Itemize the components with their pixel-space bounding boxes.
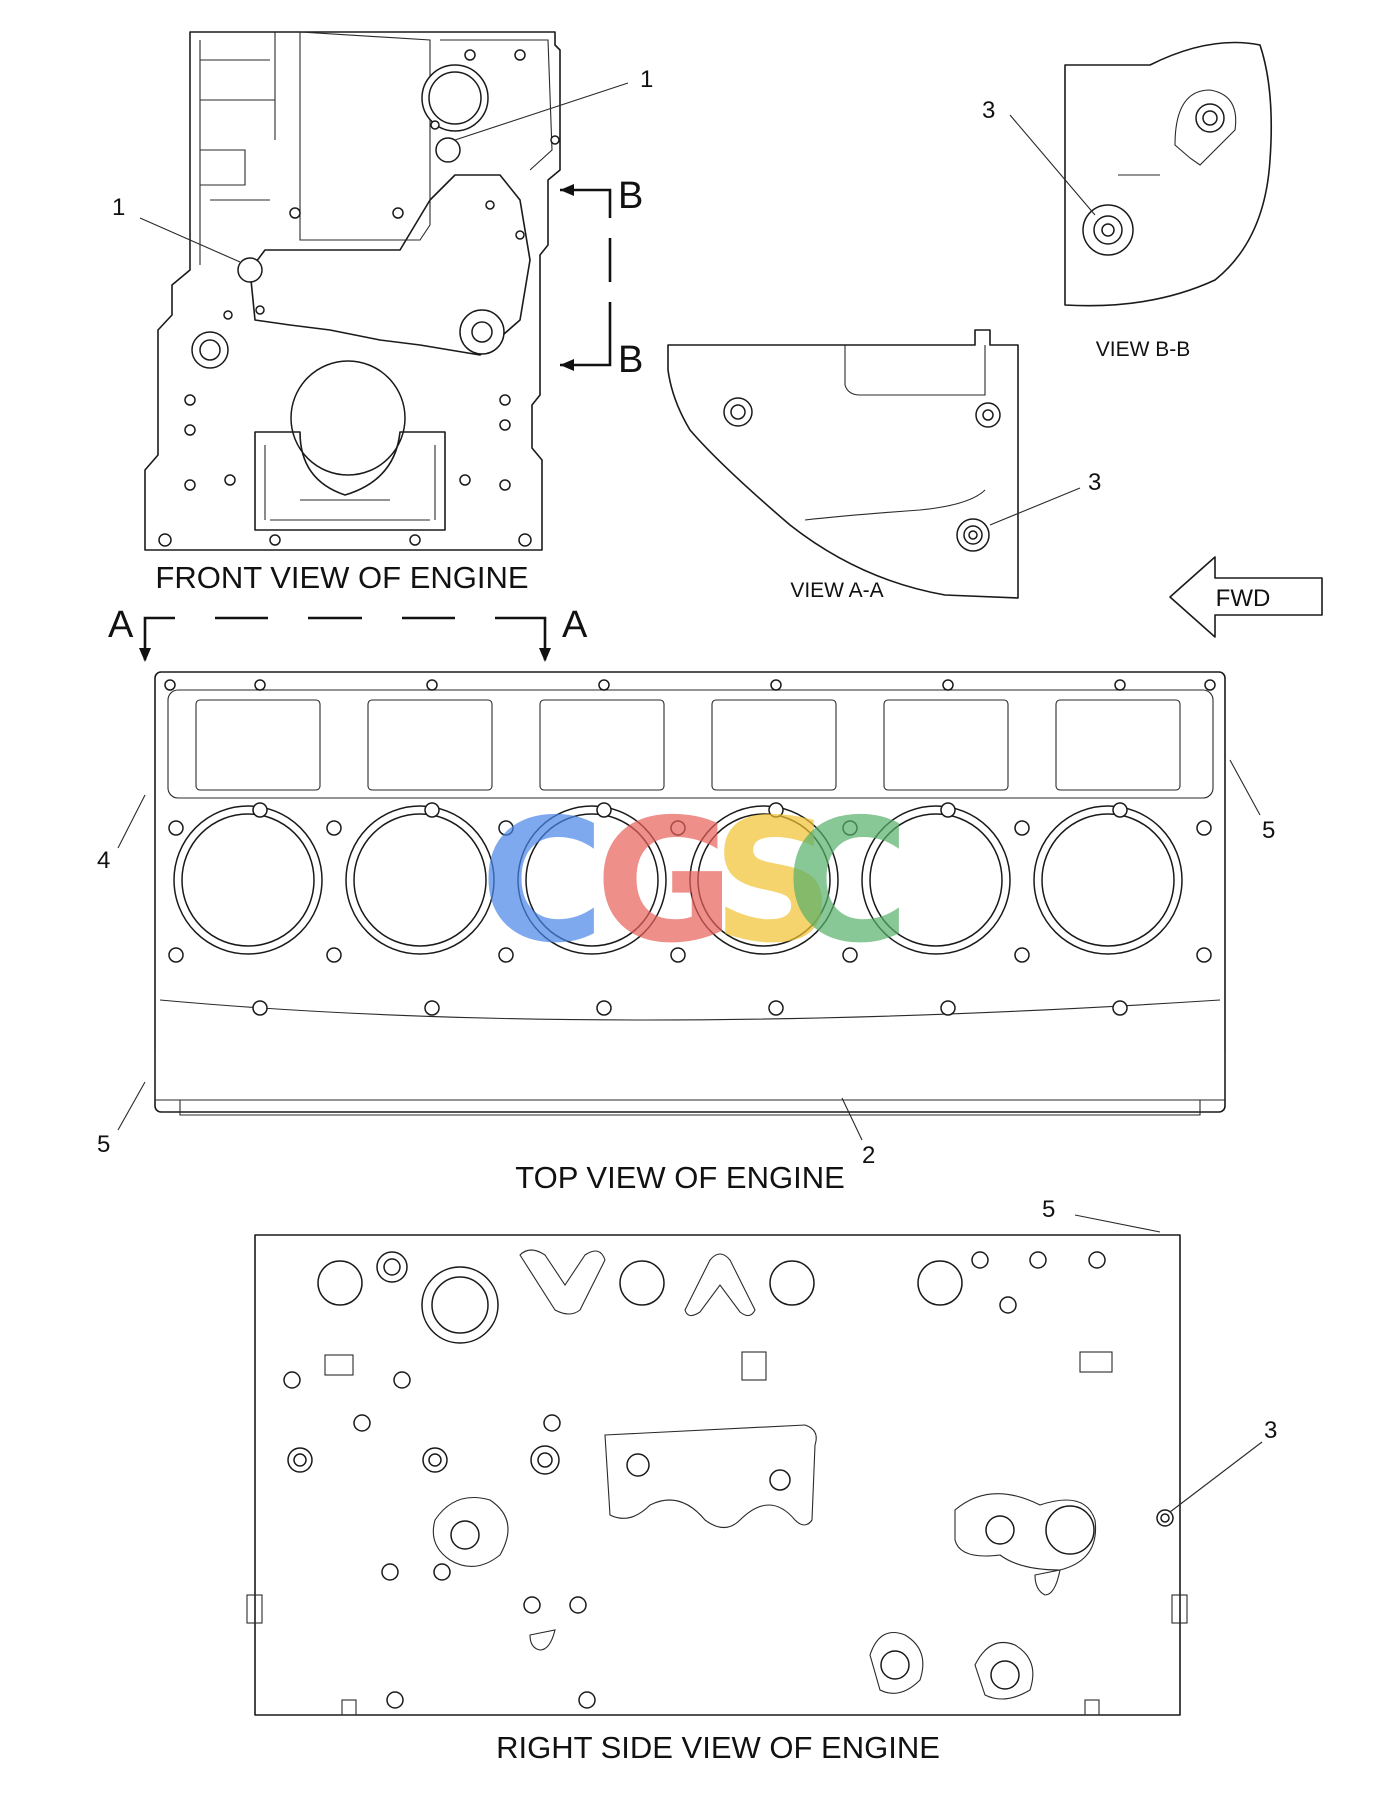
section-b-label-bottom: B bbox=[618, 339, 643, 381]
section-a-marker: A A bbox=[108, 604, 588, 662]
section-b-marker: B B bbox=[560, 175, 643, 381]
right-side-view: 5 3 RIGHT SIDE VIEW OF ENGINE bbox=[246, 1196, 1277, 1765]
watermark-letter: C bbox=[480, 783, 605, 981]
callout-5-top-left: 5 bbox=[97, 1081, 146, 1158]
callout-1-upper: 1 bbox=[454, 66, 653, 141]
watermark-letter: G bbox=[595, 783, 735, 981]
head-bolt-holes bbox=[164, 679, 1216, 1016]
front-bolt-holes bbox=[158, 49, 560, 547]
callout-label: 3 bbox=[1088, 469, 1101, 496]
cgsc-watermark: C G S C bbox=[480, 783, 910, 981]
callout-label: 2 bbox=[862, 1142, 875, 1169]
callout-1-lower: 1 bbox=[112, 194, 241, 263]
right-side-bolt-holes bbox=[283, 1251, 1174, 1709]
section-a-label-right: A bbox=[562, 604, 588, 646]
callout-label: 5 bbox=[1262, 817, 1275, 844]
callout-label: 4 bbox=[97, 847, 110, 874]
callout-label: 1 bbox=[640, 66, 653, 93]
crankshaft-bore bbox=[290, 360, 406, 476]
callout-label: 3 bbox=[1264, 1417, 1277, 1444]
section-a-label-left: A bbox=[108, 604, 134, 646]
callout-label: 5 bbox=[97, 1131, 110, 1158]
cylinder-bores bbox=[173, 805, 1183, 955]
callout-4: 4 bbox=[97, 794, 146, 874]
callout-label: 5 bbox=[1042, 1196, 1055, 1223]
callout-label: 1 bbox=[112, 194, 125, 221]
top-view-title: TOP VIEW OF ENGINE bbox=[515, 1160, 845, 1195]
forward-label: FWD bbox=[1216, 585, 1271, 612]
callout-3-view-bb: 3 bbox=[982, 97, 1096, 216]
view-aa-title: VIEW A-A bbox=[790, 579, 883, 602]
view-bb-title: VIEW B-B bbox=[1096, 338, 1191, 361]
callout-3-view-aa: 3 bbox=[989, 469, 1101, 526]
callout-2: 2 bbox=[841, 1097, 875, 1169]
right-side-view-title: RIGHT SIDE VIEW OF ENGINE bbox=[496, 1730, 940, 1765]
callout-5-top-right: 5 bbox=[1229, 759, 1275, 844]
front-hole-1b bbox=[237, 257, 263, 283]
lifter-bays bbox=[195, 699, 1181, 791]
view-aa: 3 VIEW A-A bbox=[667, 329, 1101, 602]
right-side-ports bbox=[317, 1251, 963, 1344]
front-view: FRONT VIEW OF ENGINE 1 1 B B bbox=[112, 31, 653, 595]
callout-5-right-side: 5 bbox=[1042, 1196, 1161, 1233]
front-hole-1a bbox=[435, 137, 461, 163]
section-b-label-top: B bbox=[618, 175, 643, 217]
top-view: 4 5 5 2 TOP VIEW OF ENGINE bbox=[97, 671, 1275, 1195]
callout-3-right-side: 3 bbox=[1169, 1417, 1277, 1513]
forward-direction-arrow: FWD bbox=[1169, 556, 1323, 638]
front-view-title: FRONT VIEW OF ENGINE bbox=[155, 560, 528, 595]
view-bb: 3 VIEW B-B bbox=[982, 41, 1273, 361]
watermark-letter: C bbox=[785, 783, 910, 981]
watermark-letter: S bbox=[712, 783, 834, 981]
callout-label: 3 bbox=[982, 97, 995, 124]
